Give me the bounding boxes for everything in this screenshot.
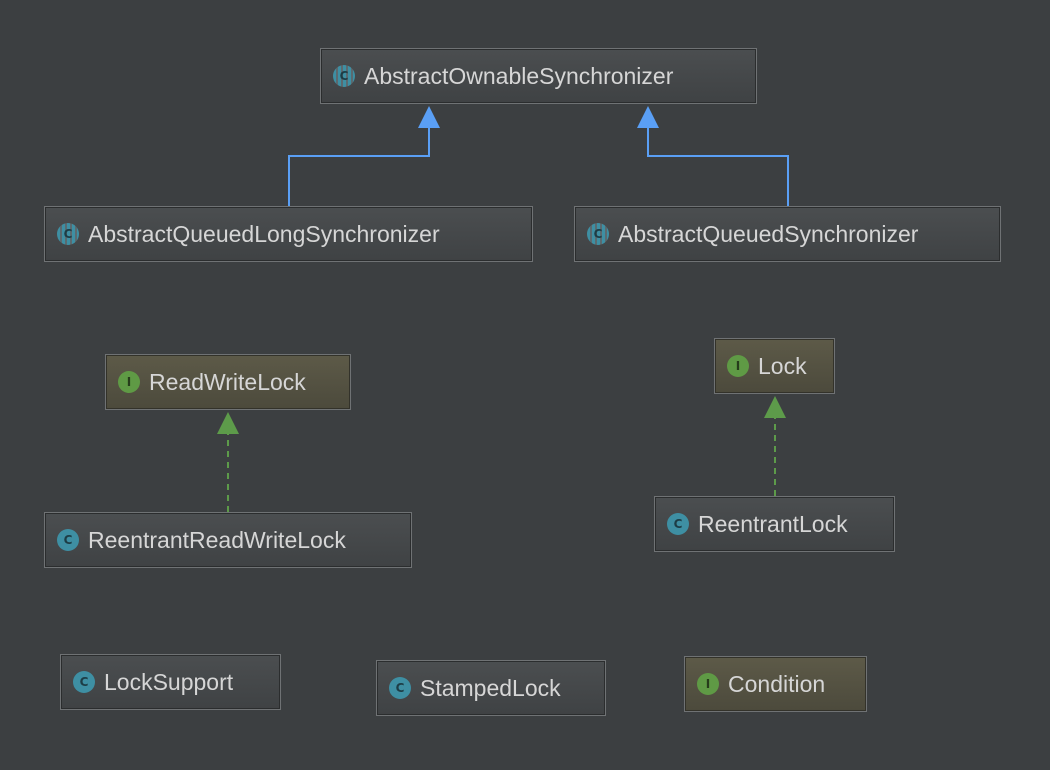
node-lock-support[interactable]: C LockSupport (60, 654, 281, 710)
node-reentrant-read-write-lock[interactable]: C ReentrantReadWriteLock (44, 512, 412, 568)
class-icon: C (667, 513, 689, 535)
class-icon: C (57, 529, 79, 551)
node-abstract-queued-synchronizer[interactable]: C AbstractQueuedSynchronizer (574, 206, 1001, 262)
abstract-class-icon: C (333, 65, 355, 87)
edge-rl-implements-lock-arrowhead (764, 396, 786, 418)
node-label: LockSupport (104, 668, 234, 695)
abstract-class-icon: C (587, 223, 609, 245)
node-condition[interactable]: I Condition (684, 656, 867, 712)
node-label: ReentrantLock (698, 510, 848, 537)
edge-aqs-extends-aos-arrowhead (637, 106, 659, 128)
node-abstract-ownable-synchronizer[interactable]: C AbstractOwnableSynchronizer (320, 48, 757, 104)
class-icon: C (73, 671, 95, 693)
abstract-class-icon: C (57, 223, 79, 245)
node-label: ReentrantReadWriteLock (88, 526, 346, 553)
node-label: Condition (728, 670, 826, 697)
edge-aqs-extends-aos (647, 126, 789, 206)
class-icon: C (389, 677, 411, 699)
node-label: Lock (758, 352, 807, 379)
node-label: ReadWriteLock (149, 368, 306, 395)
node-reentrant-lock[interactable]: C ReentrantLock (654, 496, 895, 552)
node-label: AbstractQueuedLongSynchronizer (88, 220, 440, 247)
node-abstract-queued-long-synchronizer[interactable]: C AbstractQueuedLongSynchronizer (44, 206, 533, 262)
edge-aqls-extends-aos (288, 126, 430, 206)
edge-aqls-extends-aos-arrowhead (418, 106, 440, 128)
interface-icon: I (727, 355, 749, 377)
node-label: AbstractOwnableSynchronizer (364, 62, 674, 89)
interface-icon: I (697, 673, 719, 695)
node-label: AbstractQueuedSynchronizer (618, 220, 919, 247)
interface-icon: I (118, 371, 140, 393)
node-stamped-lock[interactable]: C StampedLock (376, 660, 606, 716)
edge-rrwl-implements-rwl-arrowhead (217, 412, 239, 434)
node-lock[interactable]: I Lock (714, 338, 835, 394)
node-label: StampedLock (420, 674, 561, 701)
node-read-write-lock[interactable]: I ReadWriteLock (105, 354, 351, 410)
